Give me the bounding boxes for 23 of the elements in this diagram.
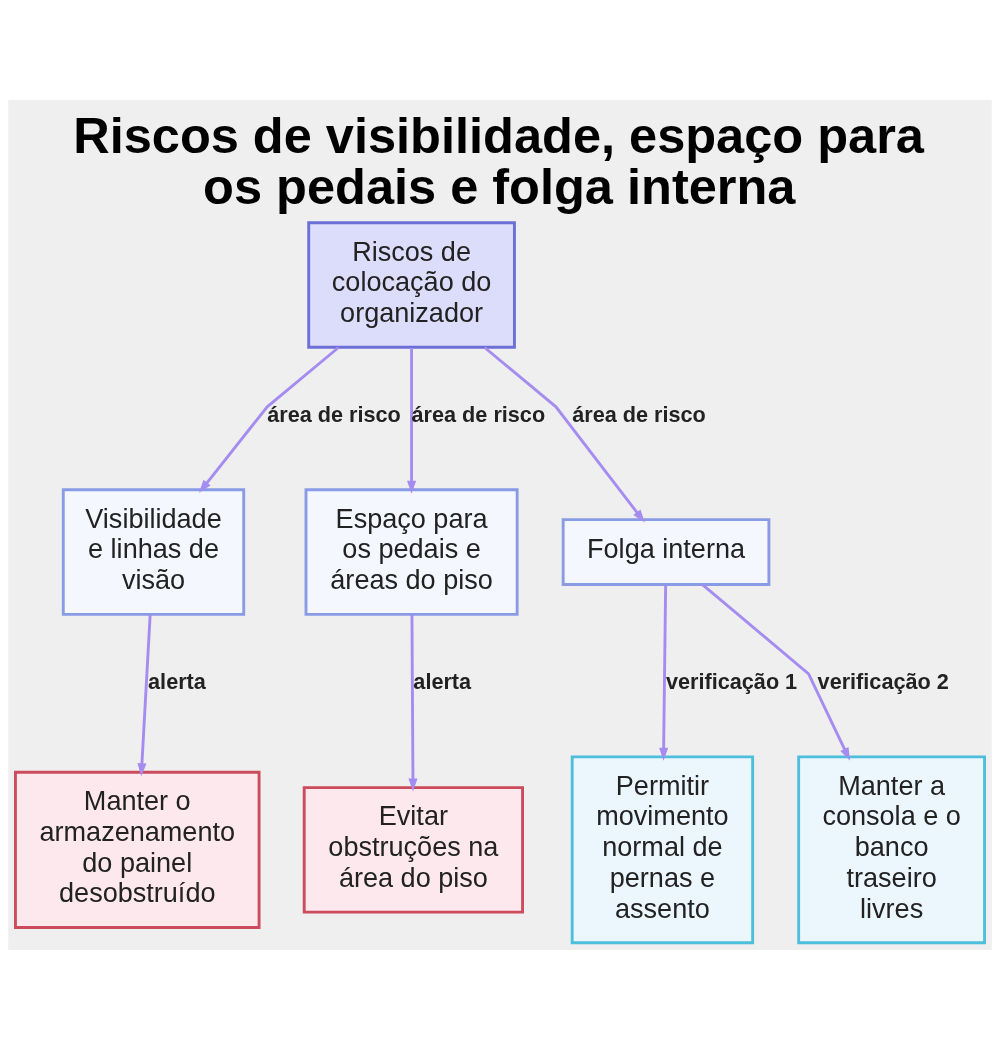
- arrow: [701, 583, 851, 761]
- arrow: [483, 346, 645, 523]
- edge-label: alerta: [413, 669, 472, 695]
- node-box: Folga interna: [561, 518, 771, 586]
- edge-label: verificação 2: [817, 669, 949, 695]
- edge-label: alerta: [148, 669, 206, 695]
- arrow: [408, 614, 418, 792]
- node-box: Riscos de colocação do organizador: [307, 221, 516, 349]
- arrow: [407, 347, 417, 494]
- node-box: Manter o armazenamento do painel desobstruído: [14, 770, 261, 929]
- node-box: Permitir movimento normal de pernas e assento: [570, 755, 755, 945]
- arrow: [137, 614, 152, 777]
- arrow: [199, 346, 340, 493]
- edge-label: área de risco: [267, 402, 401, 428]
- node-box: Visibilidade e linhas de visão: [61, 488, 246, 616]
- node-box: Evitar obstruções na área do piso: [302, 786, 524, 914]
- edge-label: área de risco: [411, 402, 546, 428]
- edge-label: verificação 1: [666, 669, 798, 695]
- node-box: Manter a consola e o banco traseiro livres: [797, 755, 986, 945]
- edge-label: área de risco: [572, 402, 706, 428]
- node-box: Espaço para os pedais e áreas do piso: [304, 488, 519, 616]
- arrow: [659, 584, 669, 761]
- diagram-title: Riscos de visibilidade, espaço para os pedais e folga interna: [73, 107, 924, 215]
